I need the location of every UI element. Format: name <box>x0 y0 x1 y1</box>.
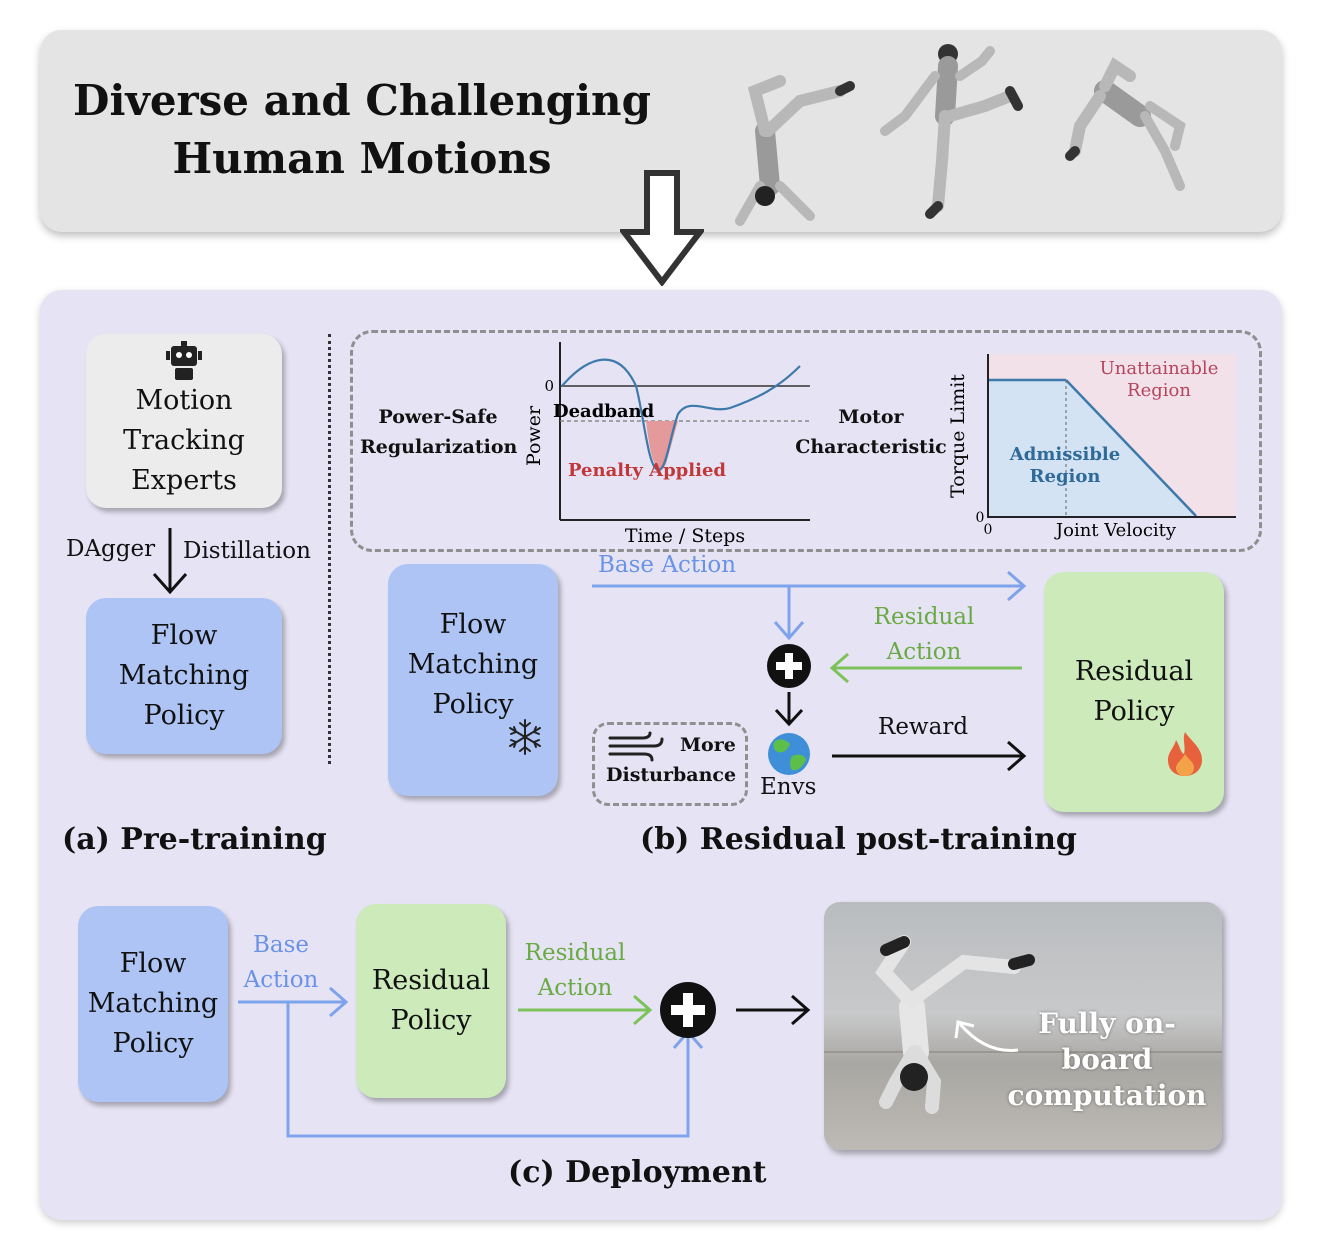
frozen-flow-line-3: Policy <box>432 689 514 720</box>
deploy-residual-policy-box: Residual Policy <box>356 904 506 1098</box>
power-safe-label: Power-Safe Regularization <box>360 402 518 462</box>
sum-node-icon <box>767 644 811 688</box>
torque-chart-zero-x: 0 <box>984 522 993 538</box>
experts-line-3: Experts <box>131 465 237 496</box>
deployment-photo: Fully on-board computation <box>824 902 1222 1150</box>
torque-chart: Torque Limit Joint Velocity 0 0 Unattain… <box>947 354 1236 541</box>
robot-icon <box>166 341 202 380</box>
down-arrow-icon <box>620 170 704 286</box>
motor-characteristic-label: Motor Characteristic <box>795 402 947 462</box>
deploy-skip-arrow <box>286 1002 690 1138</box>
frozen-flow-matching-policy-box: Flow Matching Policy <box>388 564 558 796</box>
deploy-residual-action-line-2: Action <box>537 975 613 1001</box>
power-curve <box>561 358 801 472</box>
deploy-residual-line-1: Residual <box>371 965 491 996</box>
deploy-flow-matching-policy-box: Flow Matching Policy <box>78 906 228 1102</box>
deploy-sum-node-icon <box>660 982 716 1038</box>
disturbance-box <box>592 722 748 806</box>
trainable-residual-line-1: Residual <box>1074 656 1194 687</box>
banner-title-line2: Human Motions <box>172 134 552 183</box>
distillation-arrow-icon <box>152 528 188 595</box>
reward-label: Reward <box>878 714 969 740</box>
handstand-robot-illustration <box>824 935 1222 1114</box>
disturbance-line-2: Disturbance <box>606 764 737 786</box>
pretraining-caption: (a) Pre-training <box>62 822 327 857</box>
snowflake-icon <box>509 719 541 755</box>
section-divider <box>328 334 331 764</box>
motor-line-1: Motor <box>838 406 904 428</box>
distillation-label: Distillation <box>183 538 311 564</box>
power-safe-line-1: Power-Safe <box>378 406 498 428</box>
penalty-area <box>646 421 678 470</box>
deploy-base-action-line-2: Action <box>243 967 319 993</box>
motion-tracking-experts-box: Motion Tracking Experts <box>86 334 282 508</box>
dagger-label: DAgger <box>66 536 156 562</box>
experts-line-1: Motion <box>135 385 233 416</box>
photo-caption-line-1: Fully on-board <box>1038 1007 1176 1076</box>
deploy-flow-line-1: Flow <box>119 948 187 979</box>
admissible-line-2: Region <box>1030 466 1101 487</box>
power-chart-x-label: Time / Steps <box>625 525 745 547</box>
frozen-flow-line-1: Flow <box>439 609 507 640</box>
deploy-residual-action-label: Residual Action <box>518 936 632 1006</box>
pretrain-flow-line-2: Matching <box>118 660 250 691</box>
admissible-line-1: Admissible <box>1009 444 1120 465</box>
residual-action-line-1: Residual <box>873 604 975 630</box>
post-training-arrows <box>592 570 1027 775</box>
robot-figure-handstand <box>735 75 855 226</box>
power-safe-line-2: Regularization <box>360 436 518 458</box>
disturbance-line-1: More <box>680 734 736 756</box>
post-training-caption: (b) Residual post-training <box>640 822 1077 857</box>
penalty-label: Penalty Applied <box>568 460 726 481</box>
deploy-flow-line-3: Policy <box>112 1028 194 1059</box>
residual-action-label: Residual Action <box>862 600 986 670</box>
deployment-arrows <box>238 982 811 1138</box>
wind-icon <box>608 731 664 762</box>
power-chart-y-label: Power <box>523 405 545 466</box>
unattainable-line-1: Unattainable <box>1100 358 1219 379</box>
robot-figure-kick <box>880 44 1023 219</box>
deploy-base-action-label: Base Action <box>238 928 324 998</box>
deploy-flow-line-2: Matching <box>87 988 219 1019</box>
experts-line-2: Tracking <box>123 425 245 456</box>
regularization-container <box>350 330 1262 552</box>
deploy-residual-action-line-1: Residual <box>524 940 626 966</box>
pretrain-flow-line-3: Policy <box>143 700 225 731</box>
frozen-flow-line-2: Matching <box>407 649 539 680</box>
deadband-label: Deadband <box>553 401 655 422</box>
power-chart: 0 Power Time / Steps Deadband Penalty Ap… <box>523 342 810 547</box>
robot-figure-flip <box>1065 57 1186 191</box>
deploy-residual-line-2: Policy <box>390 1005 472 1036</box>
pretrain-flow-matching-policy-box: Flow Matching Policy <box>86 598 282 754</box>
torque-chart-y-label: Torque Limit <box>947 374 969 498</box>
banner-title-line1: Diverse and Challenging <box>73 76 651 125</box>
pretrain-flow-line-1: Flow <box>150 620 218 651</box>
fire-icon <box>1168 732 1202 776</box>
envs-label: Envs <box>760 774 817 800</box>
globe-icon <box>768 733 810 775</box>
motor-line-2: Characteristic <box>795 436 947 458</box>
photo-caption: Fully on-board computation <box>994 1006 1220 1114</box>
banner-title: Diverse and Challenging Human Motions <box>62 72 662 188</box>
torque-chart-x-label: Joint Velocity <box>1054 520 1177 541</box>
deployment-caption: (c) Deployment <box>508 1155 767 1190</box>
torque-limit-slope <box>1065 379 1197 517</box>
deploy-base-action-line-1: Base <box>252 932 310 958</box>
residual-action-line-2: Action <box>886 639 962 665</box>
robot-figures <box>735 44 1186 226</box>
photo-caption-line-2: computation <box>1007 1079 1207 1112</box>
trainable-residual-line-2: Policy <box>1093 696 1175 727</box>
power-chart-zero: 0 <box>544 377 554 395</box>
unattainable-line-2: Region <box>1127 380 1191 401</box>
torque-chart-zero-y: 0 <box>976 510 985 526</box>
base-action-label: Base Action <box>598 552 737 578</box>
admissible-region <box>988 380 1196 516</box>
curved-arrow-icon <box>954 1020 1019 1052</box>
